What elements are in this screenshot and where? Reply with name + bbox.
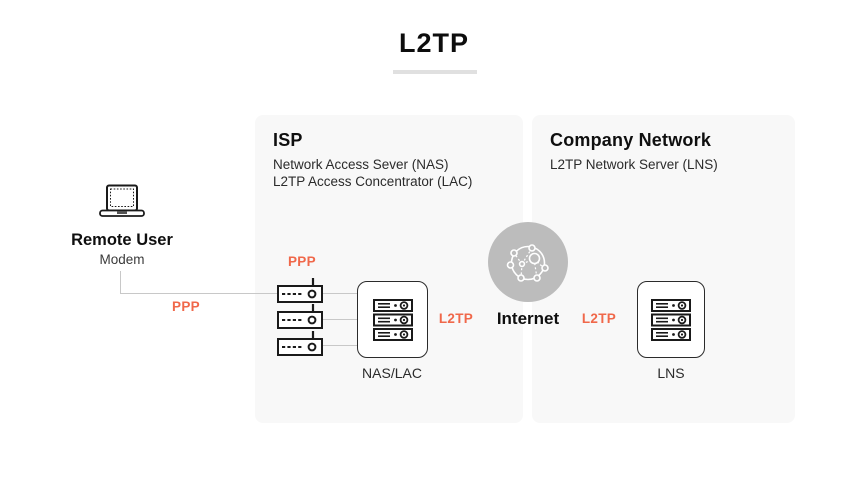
company-subtitle-line1: L2TP Network Server (LNS) [550, 157, 718, 172]
modem2-to-nas-line [323, 319, 357, 320]
internet-label: Internet [496, 309, 560, 328]
modem-vertical-line [120, 271, 121, 293]
modem-icon [277, 330, 323, 356]
company-network-panel: Company Network L2TP Network Server (LNS… [532, 115, 795, 423]
isp-subtitle-line2: L2TP Access Concentrator (LAC) [273, 174, 473, 189]
title-underline [393, 70, 477, 74]
nas-lac-device-box [357, 281, 428, 358]
modem1-to-nas-line [323, 293, 357, 294]
modem-label: Modem [99, 252, 145, 267]
nas-lac-label: NAS/LAC [362, 365, 422, 381]
ppp-modems-label: PPP [288, 254, 316, 269]
modem3-to-nas-line [323, 345, 357, 346]
isp-subtitle-line1: Network Access Sever (NAS) [273, 157, 449, 172]
internet-node [488, 222, 568, 302]
ppp-link-label: PPP [172, 299, 200, 314]
company-panel-title: Company Network [550, 130, 712, 150]
isp-panel-title: ISP [273, 130, 303, 150]
lns-label: LNS [657, 365, 685, 381]
company-panel-subtitle: L2TP Network Server (LNS) [550, 156, 718, 173]
globe-network-icon [504, 238, 552, 286]
isp-panel: ISP Network Access Sever (NAS) L2TP Acce… [255, 115, 523, 423]
isp-panel-subtitle: Network Access Sever (NAS) L2TP Access C… [273, 156, 472, 190]
server-rack-icon [651, 298, 691, 341]
l2tp-left-label: L2TP [438, 311, 474, 326]
laptop-icon [99, 184, 145, 218]
ppp-connection-line [120, 293, 277, 294]
lns-device-box [637, 281, 705, 358]
modem-icon [277, 303, 323, 329]
modem-icon [277, 277, 323, 303]
server-rack-icon [372, 298, 413, 341]
page-title: L2TP [398, 28, 469, 58]
remote-user-label: Remote User [71, 231, 173, 249]
l2tp-right-label: L2TP [581, 311, 617, 326]
